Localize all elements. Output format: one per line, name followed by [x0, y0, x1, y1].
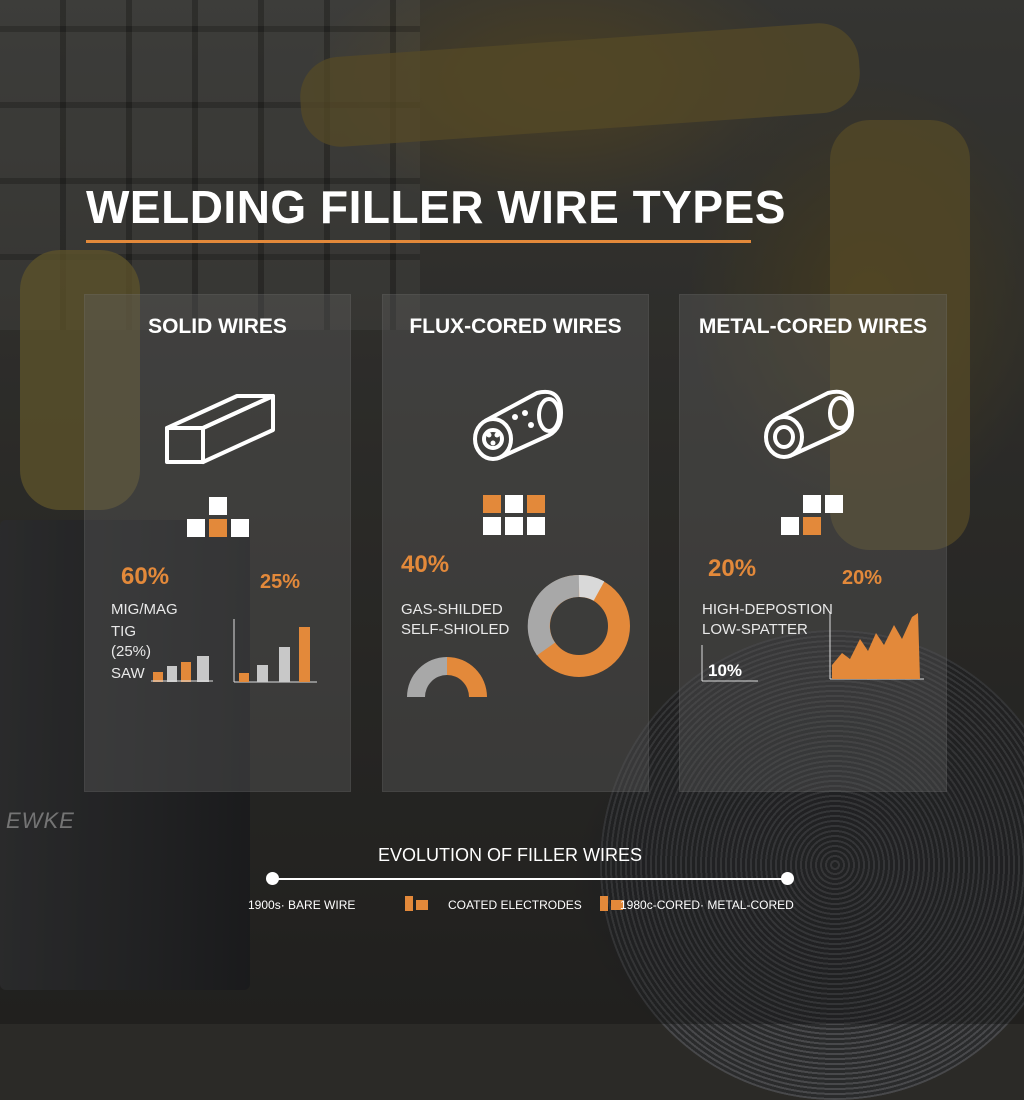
process-tig-share: (25%): [111, 643, 152, 660]
process-tig: TIG: [111, 623, 136, 640]
evolution-title: EVOLUTION OF FILLER WIRES: [378, 845, 643, 865]
area-chart: [829, 613, 924, 680]
welding-machine: [0, 520, 250, 990]
solid-wire-icon: [165, 394, 275, 464]
share-percent: 60%: [121, 563, 170, 590]
secondary-percent: 25%: [260, 571, 301, 593]
icon-grid: [187, 497, 249, 537]
timeline-coated-electrodes: COATED ELECTRODES: [448, 898, 582, 912]
page-title: WELDING FILLER WIRE TYPES: [86, 181, 786, 233]
timeline-start-dot: [266, 872, 279, 885]
share-percent: 20%: [708, 555, 757, 582]
panel-title: SOLID WIRES: [148, 315, 287, 338]
line-axis: [701, 645, 758, 682]
timeline-marker: [405, 896, 413, 911]
type-gas-shielded: GAS-SHILDED: [401, 601, 503, 618]
machine-brand-text: EWKE: [6, 808, 75, 833]
timeline-marker: [416, 900, 428, 910]
wire-coil: [600, 630, 1024, 1100]
timeline-end-dot: [781, 872, 794, 885]
icon-grid: [781, 495, 845, 539]
icon-grid: [483, 495, 547, 539]
tertiary-percent: 10%: [708, 661, 743, 680]
panel-flux-cored-wires: FLUX-CORED WIRES 40% GAS-SHILDED SELF-SH…: [382, 294, 649, 792]
title-underline: [86, 240, 751, 243]
panel-title: METAL-CORED WIRES: [698, 315, 928, 338]
gauge-chart: [407, 657, 487, 697]
process-saw: SAW: [111, 665, 145, 682]
flux-cored-wire-icon: [473, 390, 564, 461]
growth-bar-chart: [233, 619, 317, 683]
timeline-line: [272, 878, 787, 880]
timeline-metal-cored: 1980c-CORED· METAL-CORED: [620, 898, 794, 912]
panel-solid-wires: SOLID WIRES 60% 25% MIG/MAG TIG (25%) SA…: [84, 294, 351, 792]
type-self-shielded: SELF-SHIOLED: [401, 621, 510, 638]
process-bar-chart: [151, 656, 213, 682]
feature-high-deposition: HIGH-DEPOSTION: [702, 601, 833, 618]
metal-cored-wire-icon: [764, 389, 855, 459]
process-mig-mag: MIG/MAG: [111, 601, 178, 618]
timeline-marker: [600, 896, 608, 911]
robot-arm-lower: [830, 120, 970, 550]
feature-low-spatter: LOW-SPATTER: [702, 621, 808, 638]
secondary-percent: 20%: [842, 567, 883, 589]
donut-chart: [527, 574, 630, 677]
timeline-bare-wire: 1900s· BARE WIRE: [248, 898, 356, 912]
panel-metal-cored-wires: METAL-CORED WIRES 20% 20% HIGH-DEPOSTION…: [679, 294, 947, 792]
robot-arm-left: [20, 250, 140, 510]
share-percent: 40%: [401, 551, 450, 578]
timeline-marker: [611, 900, 623, 910]
panel-title: FLUX-CORED WIRES: [409, 315, 622, 338]
